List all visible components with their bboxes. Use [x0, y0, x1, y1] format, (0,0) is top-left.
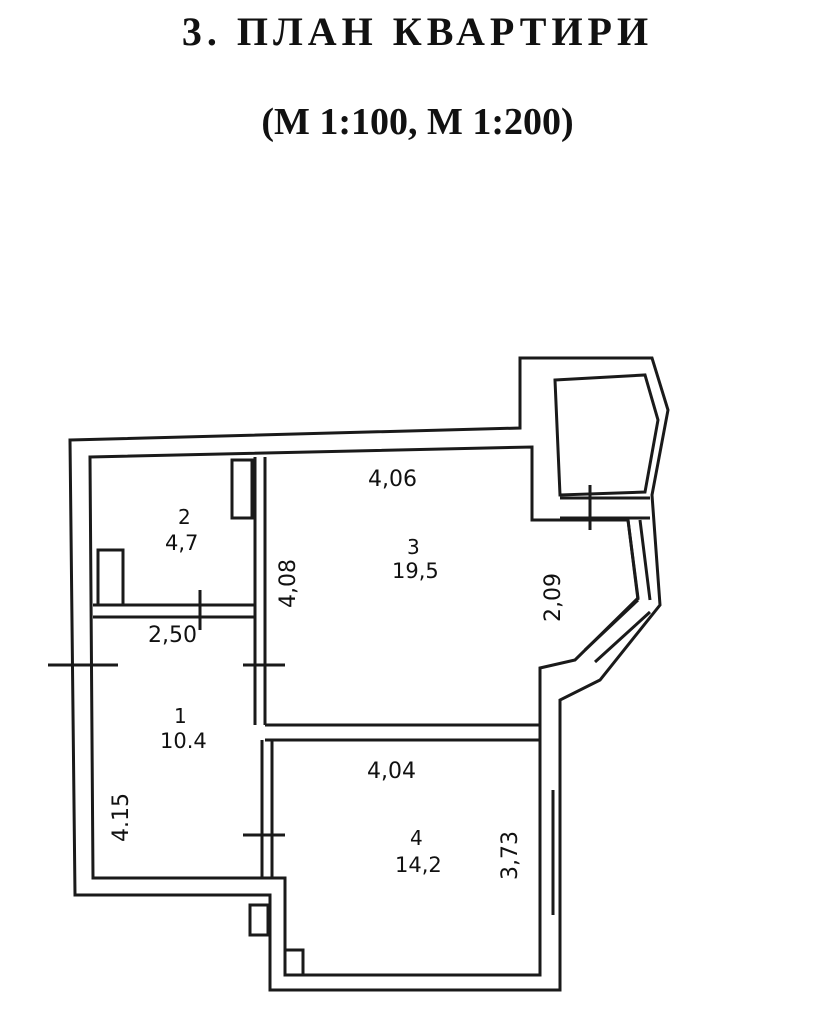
ventilation-shaft-2	[230, 458, 254, 520]
room-3-area: 19,5	[392, 559, 439, 583]
dimension-room1-depth: 4.15	[109, 793, 134, 842]
room-1-area: 10.4	[160, 729, 207, 753]
inner-wall-outline	[88, 445, 640, 977]
dimension-room3-width: 4,06	[368, 467, 417, 492]
dimension-room4-width: 4,04	[367, 759, 416, 784]
room-4-area: 14,2	[395, 853, 442, 877]
dimension-room3-depth: 4,08	[276, 559, 301, 608]
bay-window-rail-4	[593, 610, 652, 664]
room-3-number: 3	[407, 535, 420, 559]
dimension-room1-width: 2,50	[148, 623, 197, 648]
page-title: 3. ПЛАН КВАРТИРИ	[181, 9, 654, 54]
outer-wall-outline	[68, 356, 670, 992]
bay-window-rail-1	[626, 519, 640, 601]
ventilation-shaft-3	[283, 948, 305, 977]
entry-door	[248, 903, 270, 937]
bay-window-rail-2	[638, 519, 652, 601]
dimension-bay-wall: 2,09	[541, 573, 566, 622]
room-2-area: 4,7	[165, 531, 198, 555]
dimension-room4-depth: 3,73	[498, 831, 523, 880]
scale-subtitle: (М 1:100, М 1:200)	[261, 101, 574, 143]
ventilation-shaft-1	[96, 548, 125, 607]
balcony	[553, 373, 660, 497]
room-2-number: 2	[178, 505, 191, 529]
room-1-number: 1	[174, 704, 187, 728]
bay-window-rail-3	[583, 598, 640, 652]
room-4-number: 4	[410, 826, 423, 850]
